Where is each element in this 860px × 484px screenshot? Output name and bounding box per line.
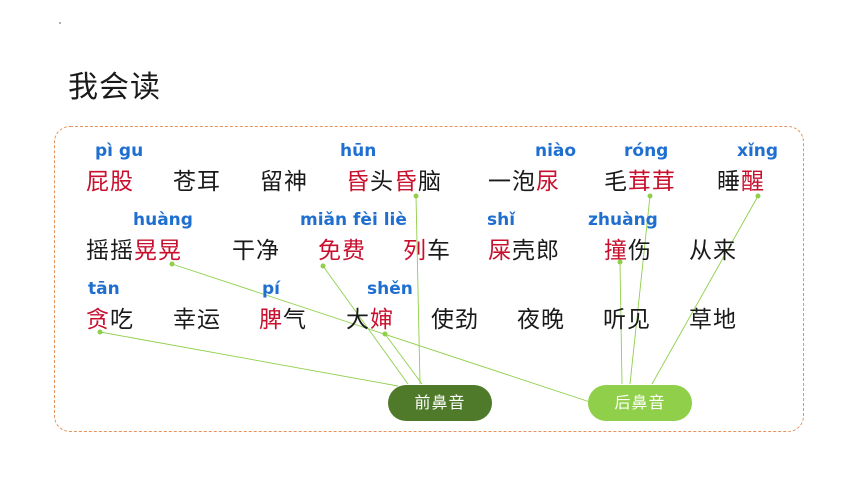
- pinyin-shi: shǐ: [487, 210, 516, 230]
- word-yipaoniao: 一泡尿: [488, 169, 560, 195]
- pinyin-hun: hūn: [340, 141, 377, 161]
- pinyin-niao: niào: [535, 141, 577, 161]
- decorative-dot: [59, 22, 61, 24]
- pinyin-shen: shěn: [367, 279, 413, 299]
- word-lieche: 列车: [403, 238, 451, 264]
- word-zhuangshang: 撞伤: [604, 238, 652, 264]
- word-xingyun: 幸运: [173, 307, 221, 333]
- word-dashen: 大婶: [346, 307, 394, 333]
- word-pigu: 屁股: [86, 169, 134, 195]
- pinyin-pi-gu: pì gu: [95, 141, 144, 161]
- word-huntounao: 昏头昏脑: [346, 169, 442, 195]
- pinyin-mian-fei-lie: miǎn fèi liè: [300, 210, 407, 230]
- pinyin-rong: róng: [624, 141, 669, 161]
- word-conglai: 从来: [689, 238, 737, 264]
- pinyin-xing: xǐng: [737, 141, 779, 161]
- word-shuixing: 睡醒: [717, 169, 765, 195]
- word-mianfei: 免费: [318, 238, 366, 264]
- word-ganjing: 干净: [232, 238, 280, 264]
- word-caodi: 草地: [689, 307, 737, 333]
- back-nasal-label[interactable]: 后鼻音: [588, 385, 692, 421]
- pinyin-zhuang: zhuàng: [588, 210, 658, 230]
- word-canger: 苍耳: [173, 169, 221, 195]
- word-yaoyaohuanghuang: 摇摇晃晃: [86, 238, 182, 264]
- word-yewan: 夜晚: [517, 307, 565, 333]
- word-maorongrong: 毛茸茸: [604, 169, 676, 195]
- word-shijin: 使劲: [431, 307, 479, 333]
- word-tingjian: 听见: [603, 307, 651, 333]
- pinyin-tan: tān: [88, 279, 120, 299]
- word-shikelang: 屎壳郎: [488, 238, 560, 264]
- pinyin-huang: huàng: [133, 210, 193, 230]
- word-piqi: 脾气: [259, 307, 307, 333]
- word-panel: [54, 126, 804, 432]
- pinyin-pi: pí: [262, 279, 280, 299]
- page-title: 我会读: [68, 70, 161, 105]
- word-tanchi: 贪吃: [86, 307, 134, 333]
- front-nasal-label[interactable]: 前鼻音: [388, 385, 492, 421]
- word-liushen: 留神: [260, 169, 308, 195]
